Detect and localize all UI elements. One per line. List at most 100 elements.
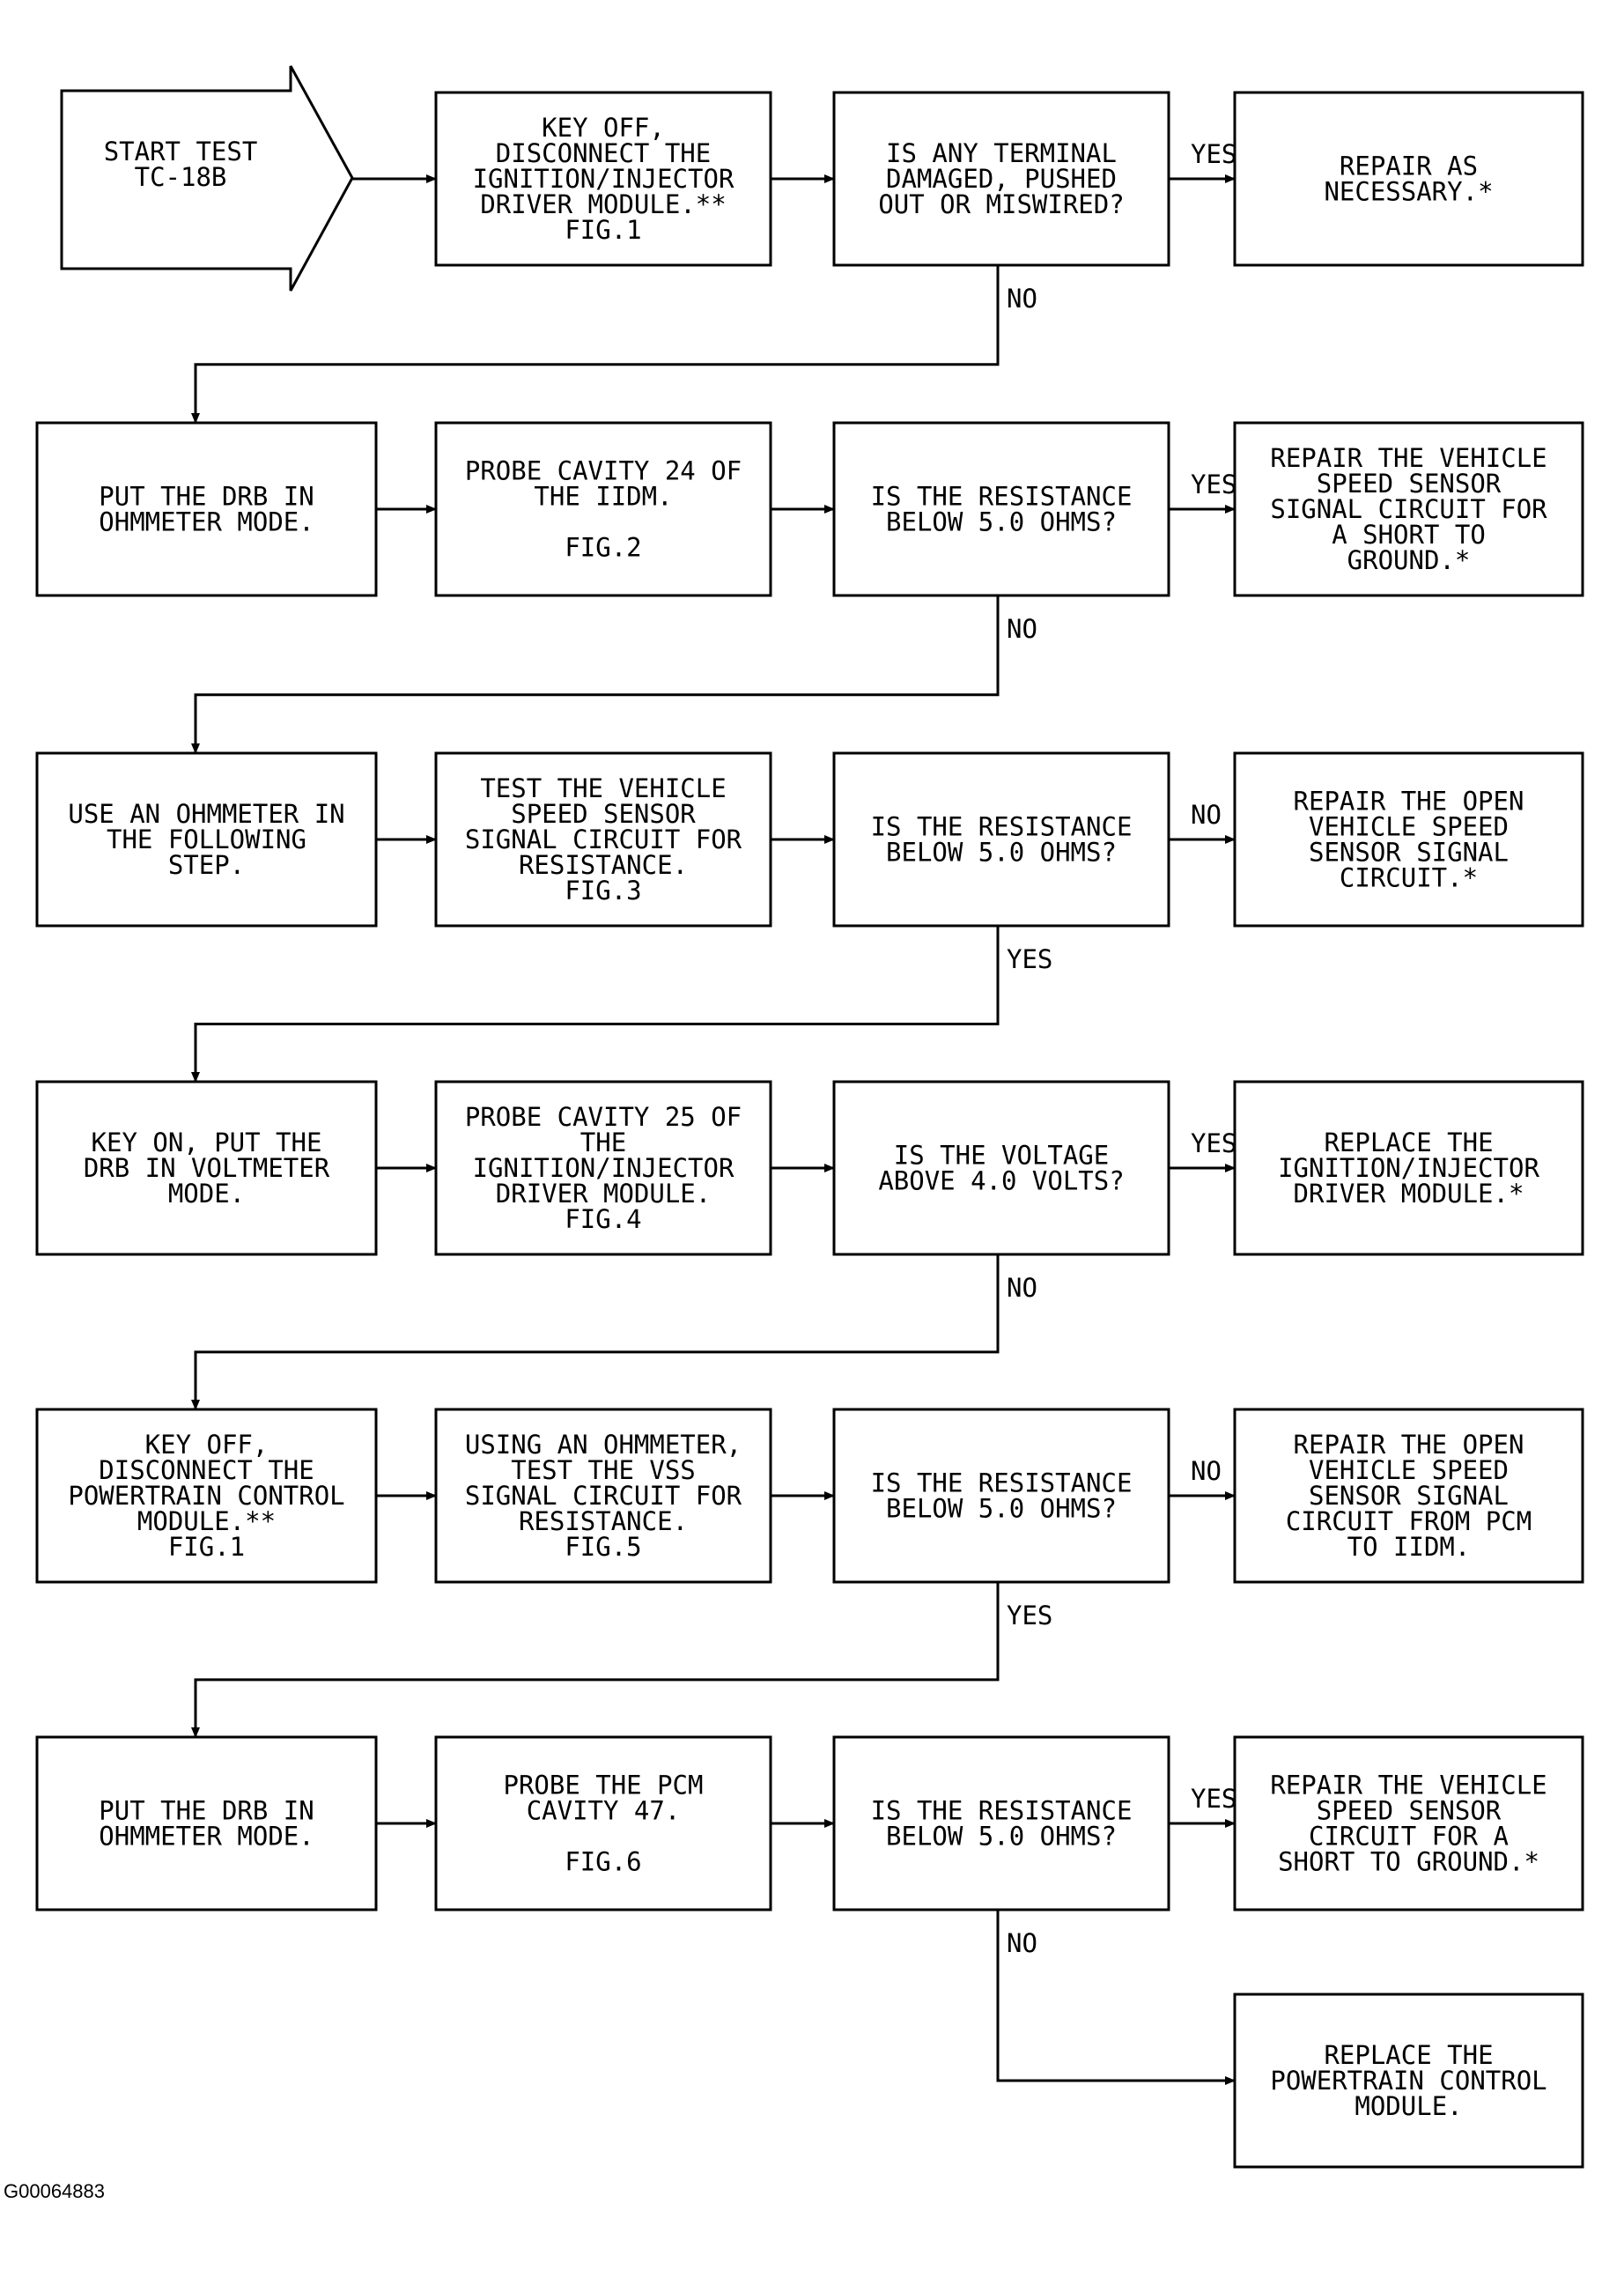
row4-branch-label: YES: [1191, 1128, 1236, 1158]
row5-action-box-line: SENSOR SIGNAL: [1309, 1481, 1509, 1511]
row6-first-box-line: PUT THE DRB IN: [99, 1796, 314, 1826]
row3-question-box-line: IS THE RESISTANCE: [871, 812, 1133, 842]
row4-first-box-line: DRB IN VOLTMETER: [84, 1153, 330, 1183]
row1-down-label: NO: [1007, 284, 1037, 314]
row5-step-box-line: FIG.5: [565, 1532, 641, 1562]
row4-first-box-line: KEY ON, PUT THE: [92, 1128, 322, 1157]
row6-step-box-box: [434, 1735, 772, 1911]
row5-step-box-box: [434, 1408, 772, 1584]
row3-action-box-line: CIRCUIT.*: [1340, 863, 1478, 893]
row6-question-box-box: [832, 1735, 1170, 1911]
row3-question-box-box: [832, 751, 1170, 928]
final-box-box: [1233, 1993, 1584, 2169]
row3-step-box-line: FIG.3: [565, 876, 641, 906]
row3-step-box-box: [434, 751, 772, 928]
start-line: TC-18B: [135, 162, 227, 192]
row3-first-box-box: [35, 751, 378, 928]
row3-action-box-line: REPAIR THE OPEN: [1294, 787, 1524, 817]
row1-question-box-box: [832, 91, 1170, 267]
row5-first-box-line: FIG.1: [168, 1532, 245, 1562]
row3-step-box-line: SIGNAL CIRCUIT FOR: [465, 824, 742, 854]
row2-question-box-line: IS THE RESISTANCE: [871, 482, 1133, 512]
row1-question-box-line: OUT OR MISWIRED?: [878, 189, 1124, 219]
row1-step-box-line: DRIVER MODULE.**: [480, 189, 726, 219]
row1-question-box-line: DAMAGED, PUSHED: [886, 164, 1117, 194]
row4-action-box-box: [1233, 1080, 1584, 1256]
start-line: START TEST: [104, 137, 258, 166]
row2-step-box-box: [434, 421, 772, 597]
row4-action-box-line: DRIVER MODULE.*: [1294, 1179, 1524, 1209]
row6-action-box-box: [1233, 1735, 1584, 1911]
row6-action-box-line: CIRCUIT FOR A: [1309, 1822, 1509, 1852]
row4-step-box-line: THE: [580, 1128, 626, 1157]
row2-step-box-line: FIG.2: [565, 533, 641, 563]
row6-question-box-line: BELOW 5.0 OHMS?: [886, 1822, 1117, 1852]
row2-branch-label: YES: [1191, 470, 1236, 499]
row6-action-box-line: REPAIR THE VEHICLE: [1270, 1771, 1546, 1800]
row4-action-box-line: REPLACE THE: [1324, 1128, 1493, 1157]
row5-first-box-box: [35, 1408, 378, 1584]
row6-step-box-line: FIG.6: [565, 1847, 641, 1877]
row1-question-box-line: IS ANY TERMINAL: [886, 138, 1117, 168]
row1-step-box: KEY OFF,DISCONNECT THEIGNITION/INJECTORD…: [434, 91, 772, 267]
row3-action-box-line: SENSOR SIGNAL: [1309, 838, 1509, 868]
row4-action-box-line: IGNITION/INJECTOR: [1278, 1153, 1539, 1183]
row4-first-box-line: MODE.: [168, 1179, 245, 1209]
row2-first-box-box: [35, 421, 378, 597]
final-box-line: POWERTRAIN CONTROL: [1270, 2066, 1546, 2096]
final-box-line: REPLACE THE: [1324, 2040, 1493, 2070]
row4-step-box-box: [434, 1080, 772, 1256]
row3-step-box-line: TEST THE VEHICLE: [480, 773, 726, 803]
row2-action-box-line: SPEED SENSOR: [1317, 469, 1502, 499]
row4-question-box-box: [832, 1080, 1170, 1256]
row4-question-box-line: ABOVE 4.0 VOLTS?: [878, 1166, 1124, 1196]
row5-step-box-line: TEST THE VSS: [511, 1455, 696, 1485]
row5-first-box-line: DISCONNECT THE: [99, 1455, 314, 1485]
row1-action-box-box: [1233, 91, 1584, 267]
row2-question-box-box: [832, 421, 1170, 597]
row2-down-label: NO: [1007, 614, 1037, 644]
row3-step-box-line: SPEED SENSOR: [511, 799, 696, 829]
row1-branch-label: YES: [1191, 139, 1236, 169]
row1-action-box-line: NECESSARY.*: [1324, 177, 1493, 207]
row2-step-box-line: THE IIDM.: [534, 482, 672, 512]
row4-down-connector: [191, 1254, 1000, 1410]
row6-down-label: NO: [1007, 1928, 1037, 1958]
row2-action-box-line: REPAIR THE VEHICLE: [1270, 443, 1546, 473]
row4-step-box-line: DRIVER MODULE.: [496, 1179, 711, 1209]
row3-first-box-line: THE FOLLOWING: [107, 824, 306, 854]
row3-first-box-line: USE AN OHMMETER IN: [68, 799, 344, 829]
row3-question-box-line: BELOW 5.0 OHMS?: [886, 838, 1117, 868]
row5-question-box-box: [832, 1408, 1170, 1584]
row3-action-box-line: VEHICLE SPEED: [1309, 812, 1509, 842]
row5-action-box-box: [1233, 1408, 1584, 1584]
row4-first-box-box: [35, 1080, 378, 1256]
row3-down-connector: [191, 926, 1000, 1083]
row5-question-box-line: BELOW 5.0 OHMS?: [886, 1494, 1117, 1524]
row4-question-box-line: IS THE VOLTAGE: [894, 1141, 1109, 1171]
row2-down-connector: [191, 595, 1000, 754]
row5-action-box-line: VEHICLE SPEED: [1309, 1455, 1509, 1485]
row3-step-box-line: RESISTANCE.: [519, 850, 688, 880]
row3-branch-label: NO: [1191, 800, 1222, 830]
row2-first-box-line: OHMMETER MODE.: [99, 507, 314, 537]
row6-action-box-line: SPEED SENSOR: [1317, 1796, 1502, 1826]
row1-down-connector: [191, 265, 1000, 424]
row1-step-box-line: IGNITION/INJECTOR: [473, 164, 734, 194]
